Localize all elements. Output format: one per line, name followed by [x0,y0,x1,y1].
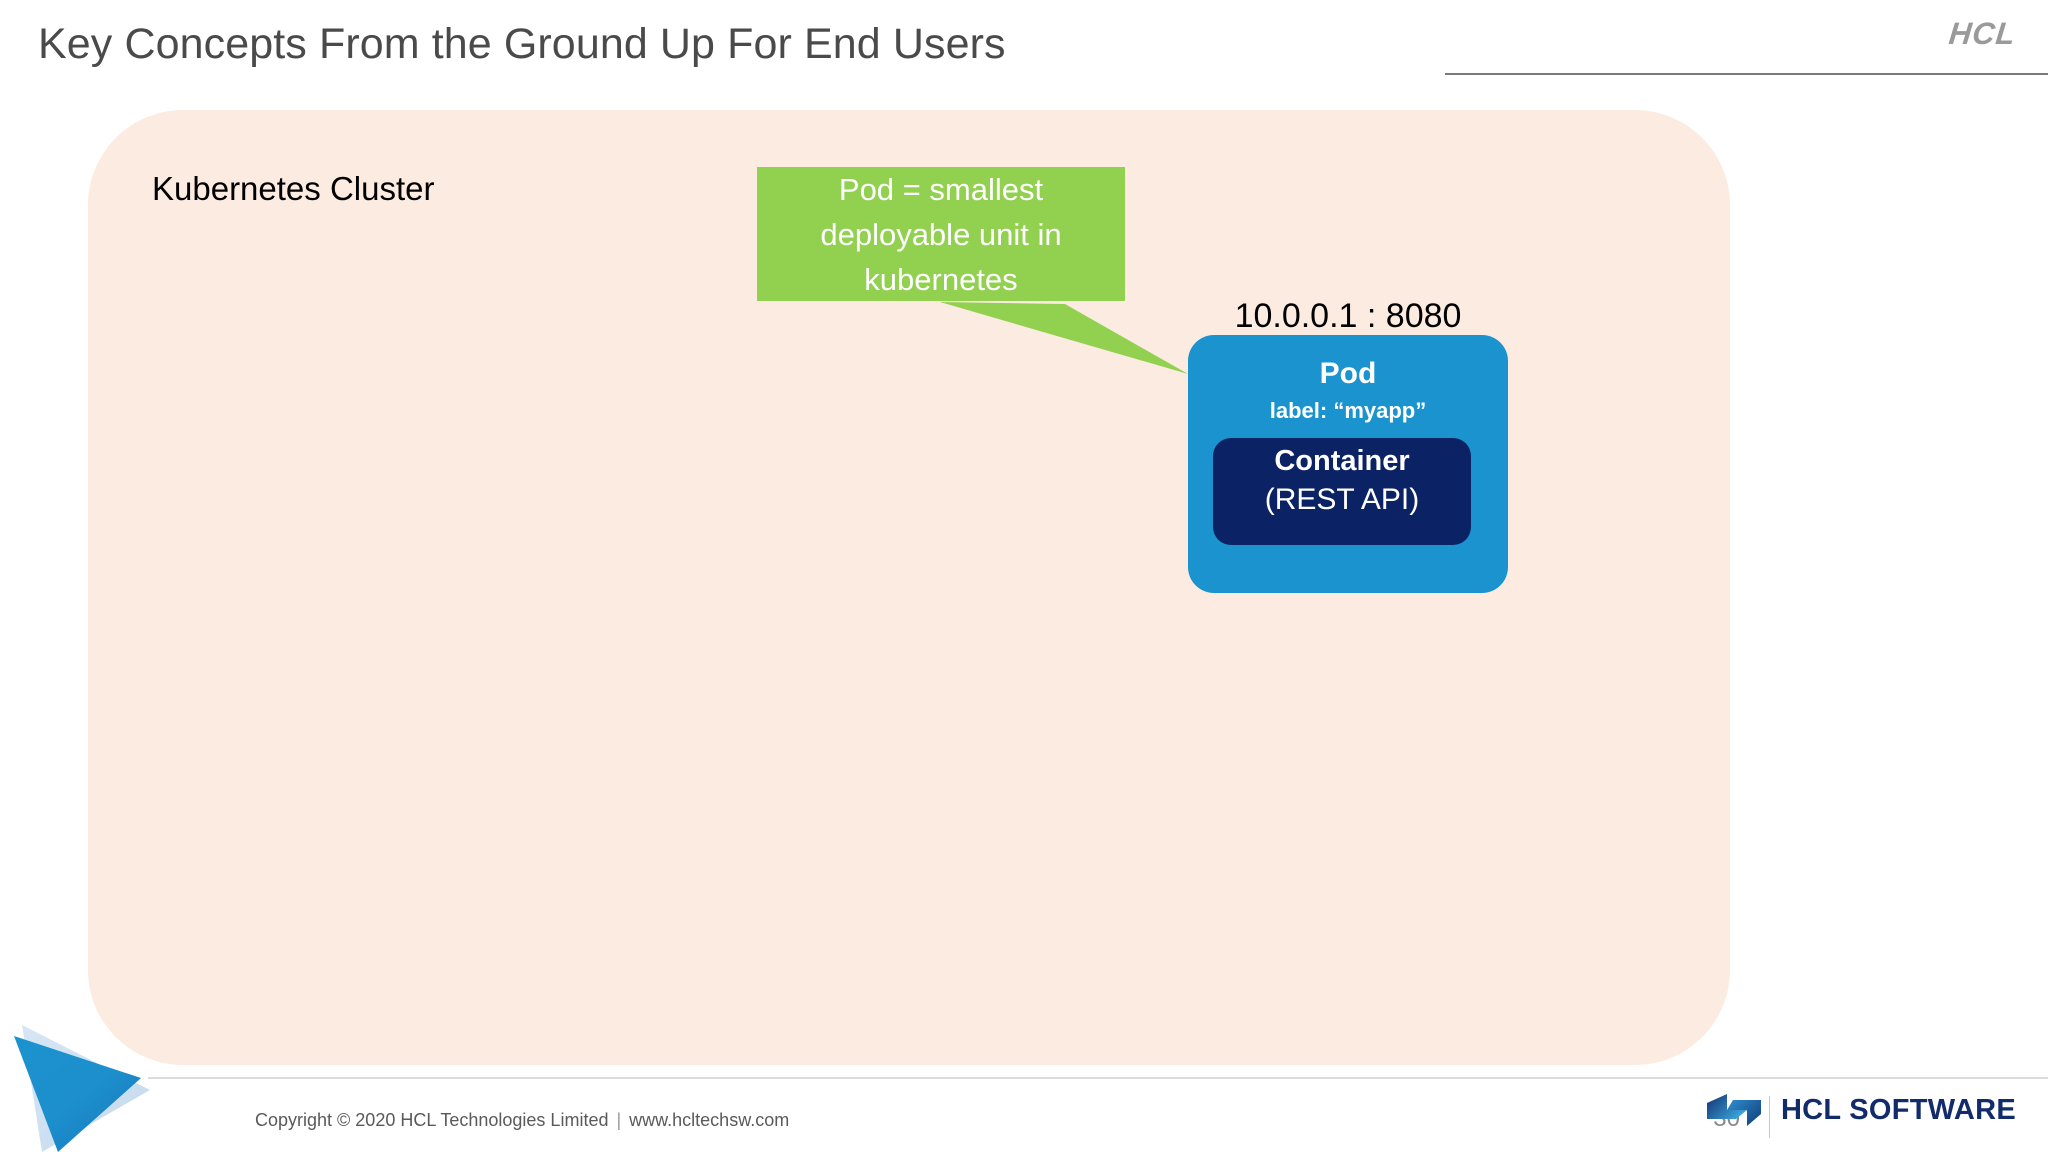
page-title: Key Concepts From the Ground Up For End … [38,20,1006,68]
pod-definition-callout: Pod = smallest deployable unit in kubern… [757,167,1125,301]
pod-title: Pod [1319,357,1377,390]
footer-divider-line [148,1077,2048,1079]
container-subtitle: (REST API) [1264,483,1420,516]
triangle-decoration-icon [14,1025,150,1152]
hcl-software-brand-text: HCL SOFTWARE [1780,1093,2016,1126]
container-title: Container [1274,445,1410,477]
kubernetes-cluster-label: Kubernetes Cluster [152,170,435,207]
callout-text: Pod = smallest deployable unit in kubern… [814,167,1067,302]
pod-endpoint-label: 10.0.0.1 : 8080 [1234,297,1462,335]
pod-label: label: “myapp” [1269,398,1427,423]
footer-vertical-separator [1769,1096,1770,1138]
hcl-logo: HCL [1947,16,2018,51]
hcl-software-logo-icon [1706,1094,1761,1126]
footer-website[interactable]: www.hcltechsw.com [629,1110,790,1130]
decorative-triangles [0,1000,200,1152]
footer-copyright-text: Copyright © 2020 HCL Technologies Limite… [255,1110,609,1130]
callout-line-3: kubernetes [864,261,1018,297]
callout-line-1: Pod = smallest [838,171,1044,207]
callout-line-2: deployable unit in [820,216,1062,252]
hcl-software-brand: HCL SOFTWARE [1703,1090,2016,1130]
callout-pointer-icon [940,302,1188,374]
container-box: Container (REST API) [1213,438,1471,545]
pod-box: Pod label: “myapp” Container (REST API) [1188,335,1508,593]
header-divider [1445,73,2048,75]
footer-copyright: Copyright © 2020 HCL Technologies Limite… [255,1110,789,1131]
footer-separator: | [616,1110,622,1130]
